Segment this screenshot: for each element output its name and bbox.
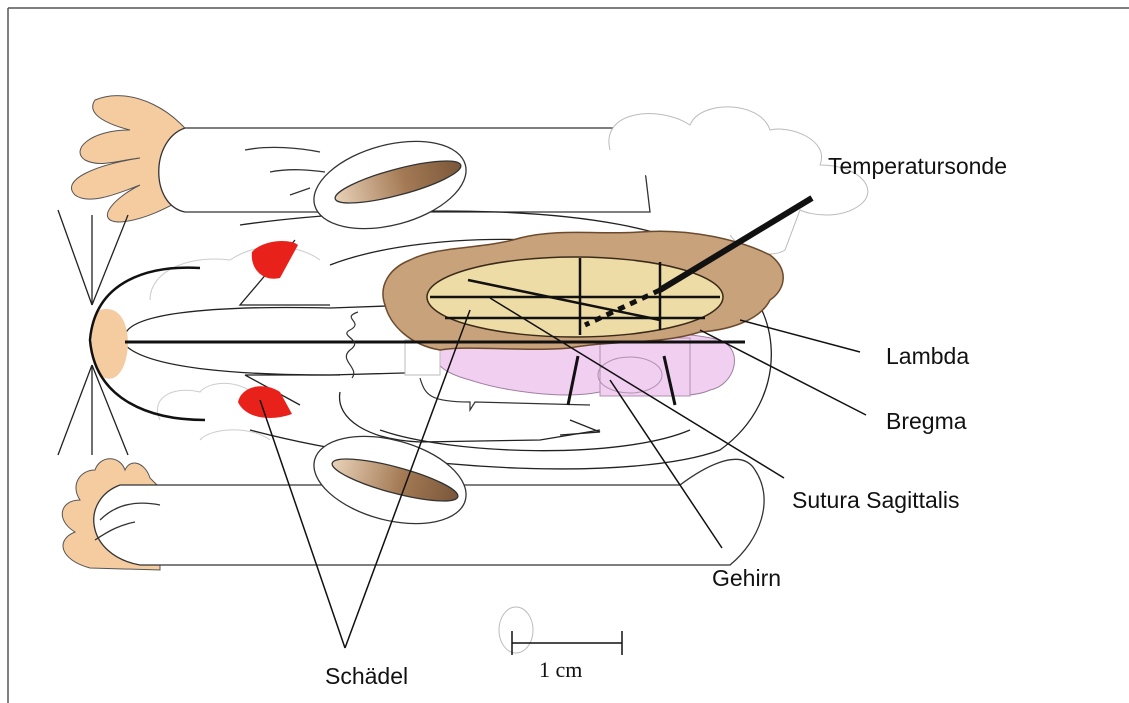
label-brain: Gehirn xyxy=(712,565,781,591)
scale-bar: 1 cm xyxy=(499,607,622,682)
label-lambda: Lambda xyxy=(886,343,969,369)
label-bregma: Bregma xyxy=(886,408,967,434)
midline-wiggle xyxy=(346,312,358,378)
label-temperature-probe: Temperatursonde xyxy=(828,153,1007,179)
scale-bar-label: 1 cm xyxy=(539,657,582,682)
eye-upper xyxy=(252,241,298,279)
label-sagittal-suture: Sutura Sagittalis xyxy=(792,487,959,513)
label-skull: Schädel xyxy=(325,663,408,689)
